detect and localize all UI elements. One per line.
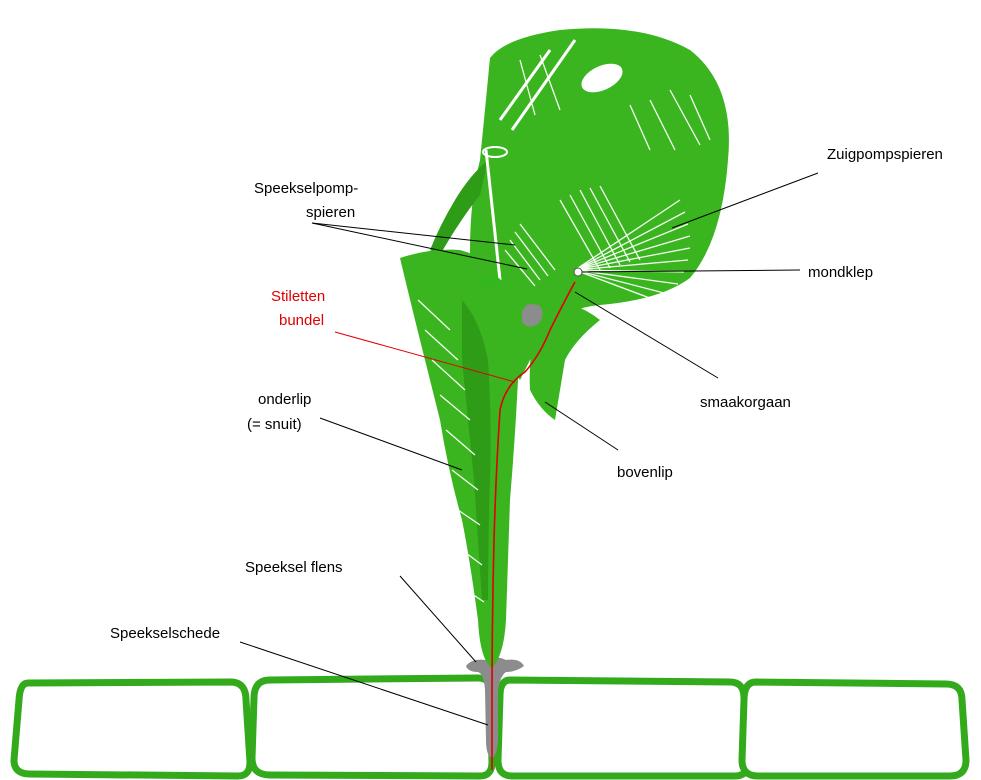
label-bovenlip: bovenlip xyxy=(617,464,673,481)
plant-cell-1 xyxy=(14,682,250,776)
label-sp: Sp xyxy=(480,272,502,291)
insect-head xyxy=(400,28,729,668)
label-onderlip-line1: onderlip xyxy=(258,391,311,408)
label-onderlip-line2: (= snuit) xyxy=(247,416,302,433)
label-zuigpompspieren: Zuigpompspieren xyxy=(827,146,943,163)
plant-cell-4 xyxy=(742,682,966,776)
label-speekselpomp-line1: Speekselpomp- xyxy=(254,180,358,197)
plant-cell-3 xyxy=(498,680,748,776)
leader-onderlip xyxy=(320,418,462,470)
label-stiletten-line2: bundel xyxy=(279,312,324,329)
leader-smaakorgaan xyxy=(575,292,718,378)
labium xyxy=(400,250,518,668)
label-stiletten-line1: Stiletten xyxy=(271,288,325,305)
label-speeksel-flens: Speeksel flens xyxy=(245,559,343,576)
leader-speeksel-flens xyxy=(400,576,476,662)
label-speekselpomp-line2: spieren xyxy=(306,204,355,221)
label-speekselschede: Speekselschede xyxy=(110,625,220,642)
label-mondklep: mondklep xyxy=(808,264,873,281)
leader-bovenlip xyxy=(545,402,618,450)
label-smaakorgaan: smaakorgaan xyxy=(700,394,791,411)
mouth-valve-marker xyxy=(574,268,582,276)
plant-cell-2 xyxy=(252,678,492,776)
